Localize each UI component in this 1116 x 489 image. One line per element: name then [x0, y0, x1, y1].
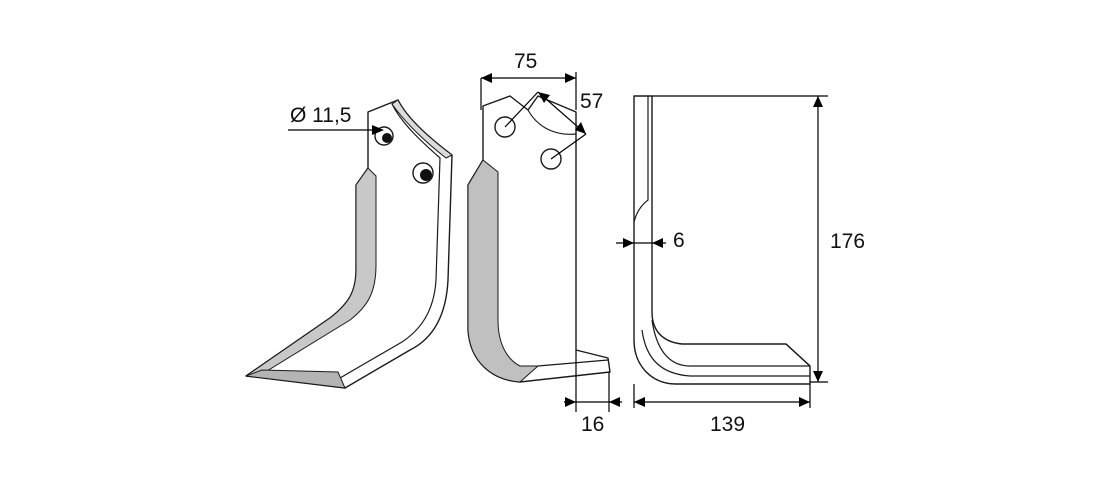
blade-side-view: [633, 95, 811, 385]
blade-cutting-edge: [245, 369, 346, 389]
tip-offset-dimension: 16: [564, 350, 622, 436]
tip-offset-label: 16: [581, 413, 604, 436]
hole-diameter-dimension: Ø 11,5: [288, 104, 384, 135]
length-dimension: 139: [633, 384, 811, 436]
blade-body: [245, 99, 453, 389]
hole-diameter-label: Ø 11,5: [290, 104, 351, 127]
height-dimension: 176: [652, 95, 865, 383]
hole-spacing-dimension: 57: [504, 90, 603, 160]
length-label: 139: [710, 413, 745, 436]
width-top-label: 75: [514, 50, 537, 73]
blade-front-view: [467, 95, 611, 383]
height-label: 176: [830, 230, 865, 253]
blade-bevel-left: [245, 167, 377, 377]
hole-spacing-label: 57: [580, 90, 603, 113]
thickness-dimension: 6: [616, 229, 685, 252]
thickness-label: 6: [673, 229, 685, 252]
width-top-dimension: 75: [480, 50, 577, 110]
blade-perspective-view: [245, 99, 453, 389]
